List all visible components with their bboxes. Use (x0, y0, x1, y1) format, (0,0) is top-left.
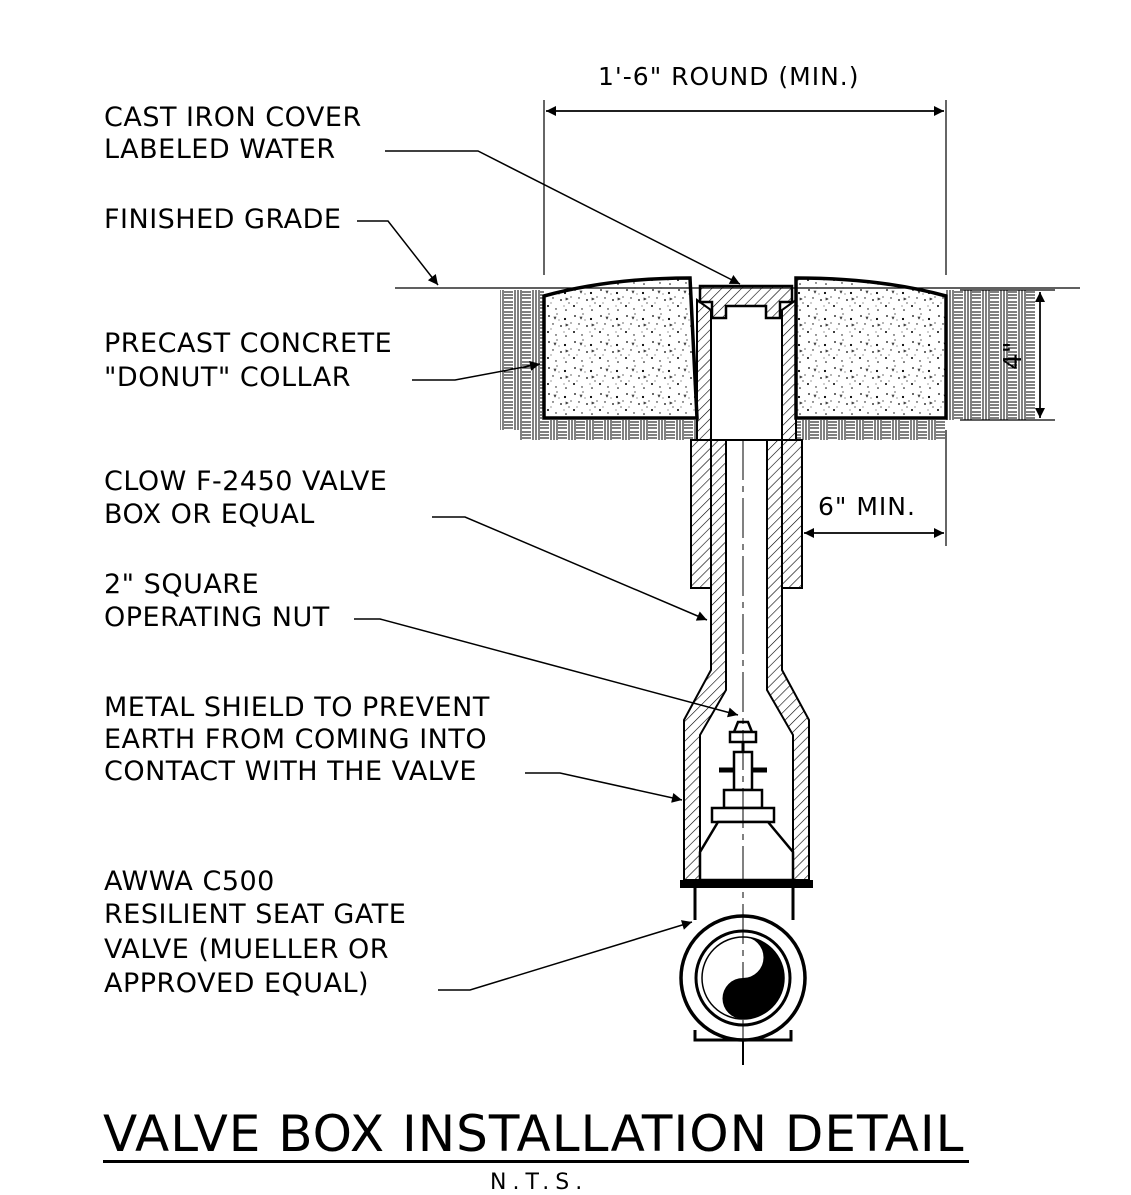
label-shield-line2: EARTH FROM COMING INTO (104, 724, 488, 755)
label-cover-line2: LABELED WATER (104, 134, 336, 165)
label-valve-line2: RESILIENT SEAT GATE (104, 899, 407, 930)
label-collar-line1: PRECAST CONCRETE (104, 328, 393, 359)
label-valve-line1: AWWA C500 (104, 866, 275, 897)
donut-collar (542, 276, 948, 420)
dimension-width-text: 1'-6" ROUND (MIN.) (598, 62, 860, 91)
valve-bonnet (698, 720, 795, 882)
valve-box-sleeve (690, 439, 803, 589)
label-shield-line1: METAL SHIELD TO PREVENT (104, 692, 490, 723)
cast-iron-cover (698, 284, 794, 320)
label-cover-line1: CAST IRON COVER (104, 102, 362, 133)
label-valve-box-line1: CLOW F-2450 VALVE (104, 466, 388, 497)
label-finished-grade: FINISHED GRADE (104, 204, 342, 235)
dimension-offset (804, 430, 947, 546)
dimension-offset-text: 6" MIN. (818, 492, 916, 521)
label-nut-line1: 2" SQUARE (104, 569, 260, 600)
label-valve-line4: APPROVED EQUAL) (104, 968, 370, 999)
leader-lines (354, 150, 741, 991)
dimension-depth-text: 4" (998, 340, 1027, 370)
drawing-title: VALVE BOX INSTALLATION DETAIL (103, 1105, 965, 1163)
dimension-depth (960, 289, 1055, 421)
label-collar-line2: "DONUT" COLLAR (104, 362, 351, 393)
dimension-width (543, 100, 947, 275)
label-valve-line3: VALVE (MUELLER OR (104, 934, 390, 965)
valve-box-top (696, 298, 797, 441)
label-valve-box-line2: BOX OR EQUAL (104, 499, 315, 530)
label-nut-line2: OPERATING NUT (104, 602, 330, 633)
metal-shield (680, 880, 813, 888)
title-underline (103, 1160, 969, 1163)
label-shield-line3: CONTACT WITH THE VALVE (104, 756, 477, 787)
